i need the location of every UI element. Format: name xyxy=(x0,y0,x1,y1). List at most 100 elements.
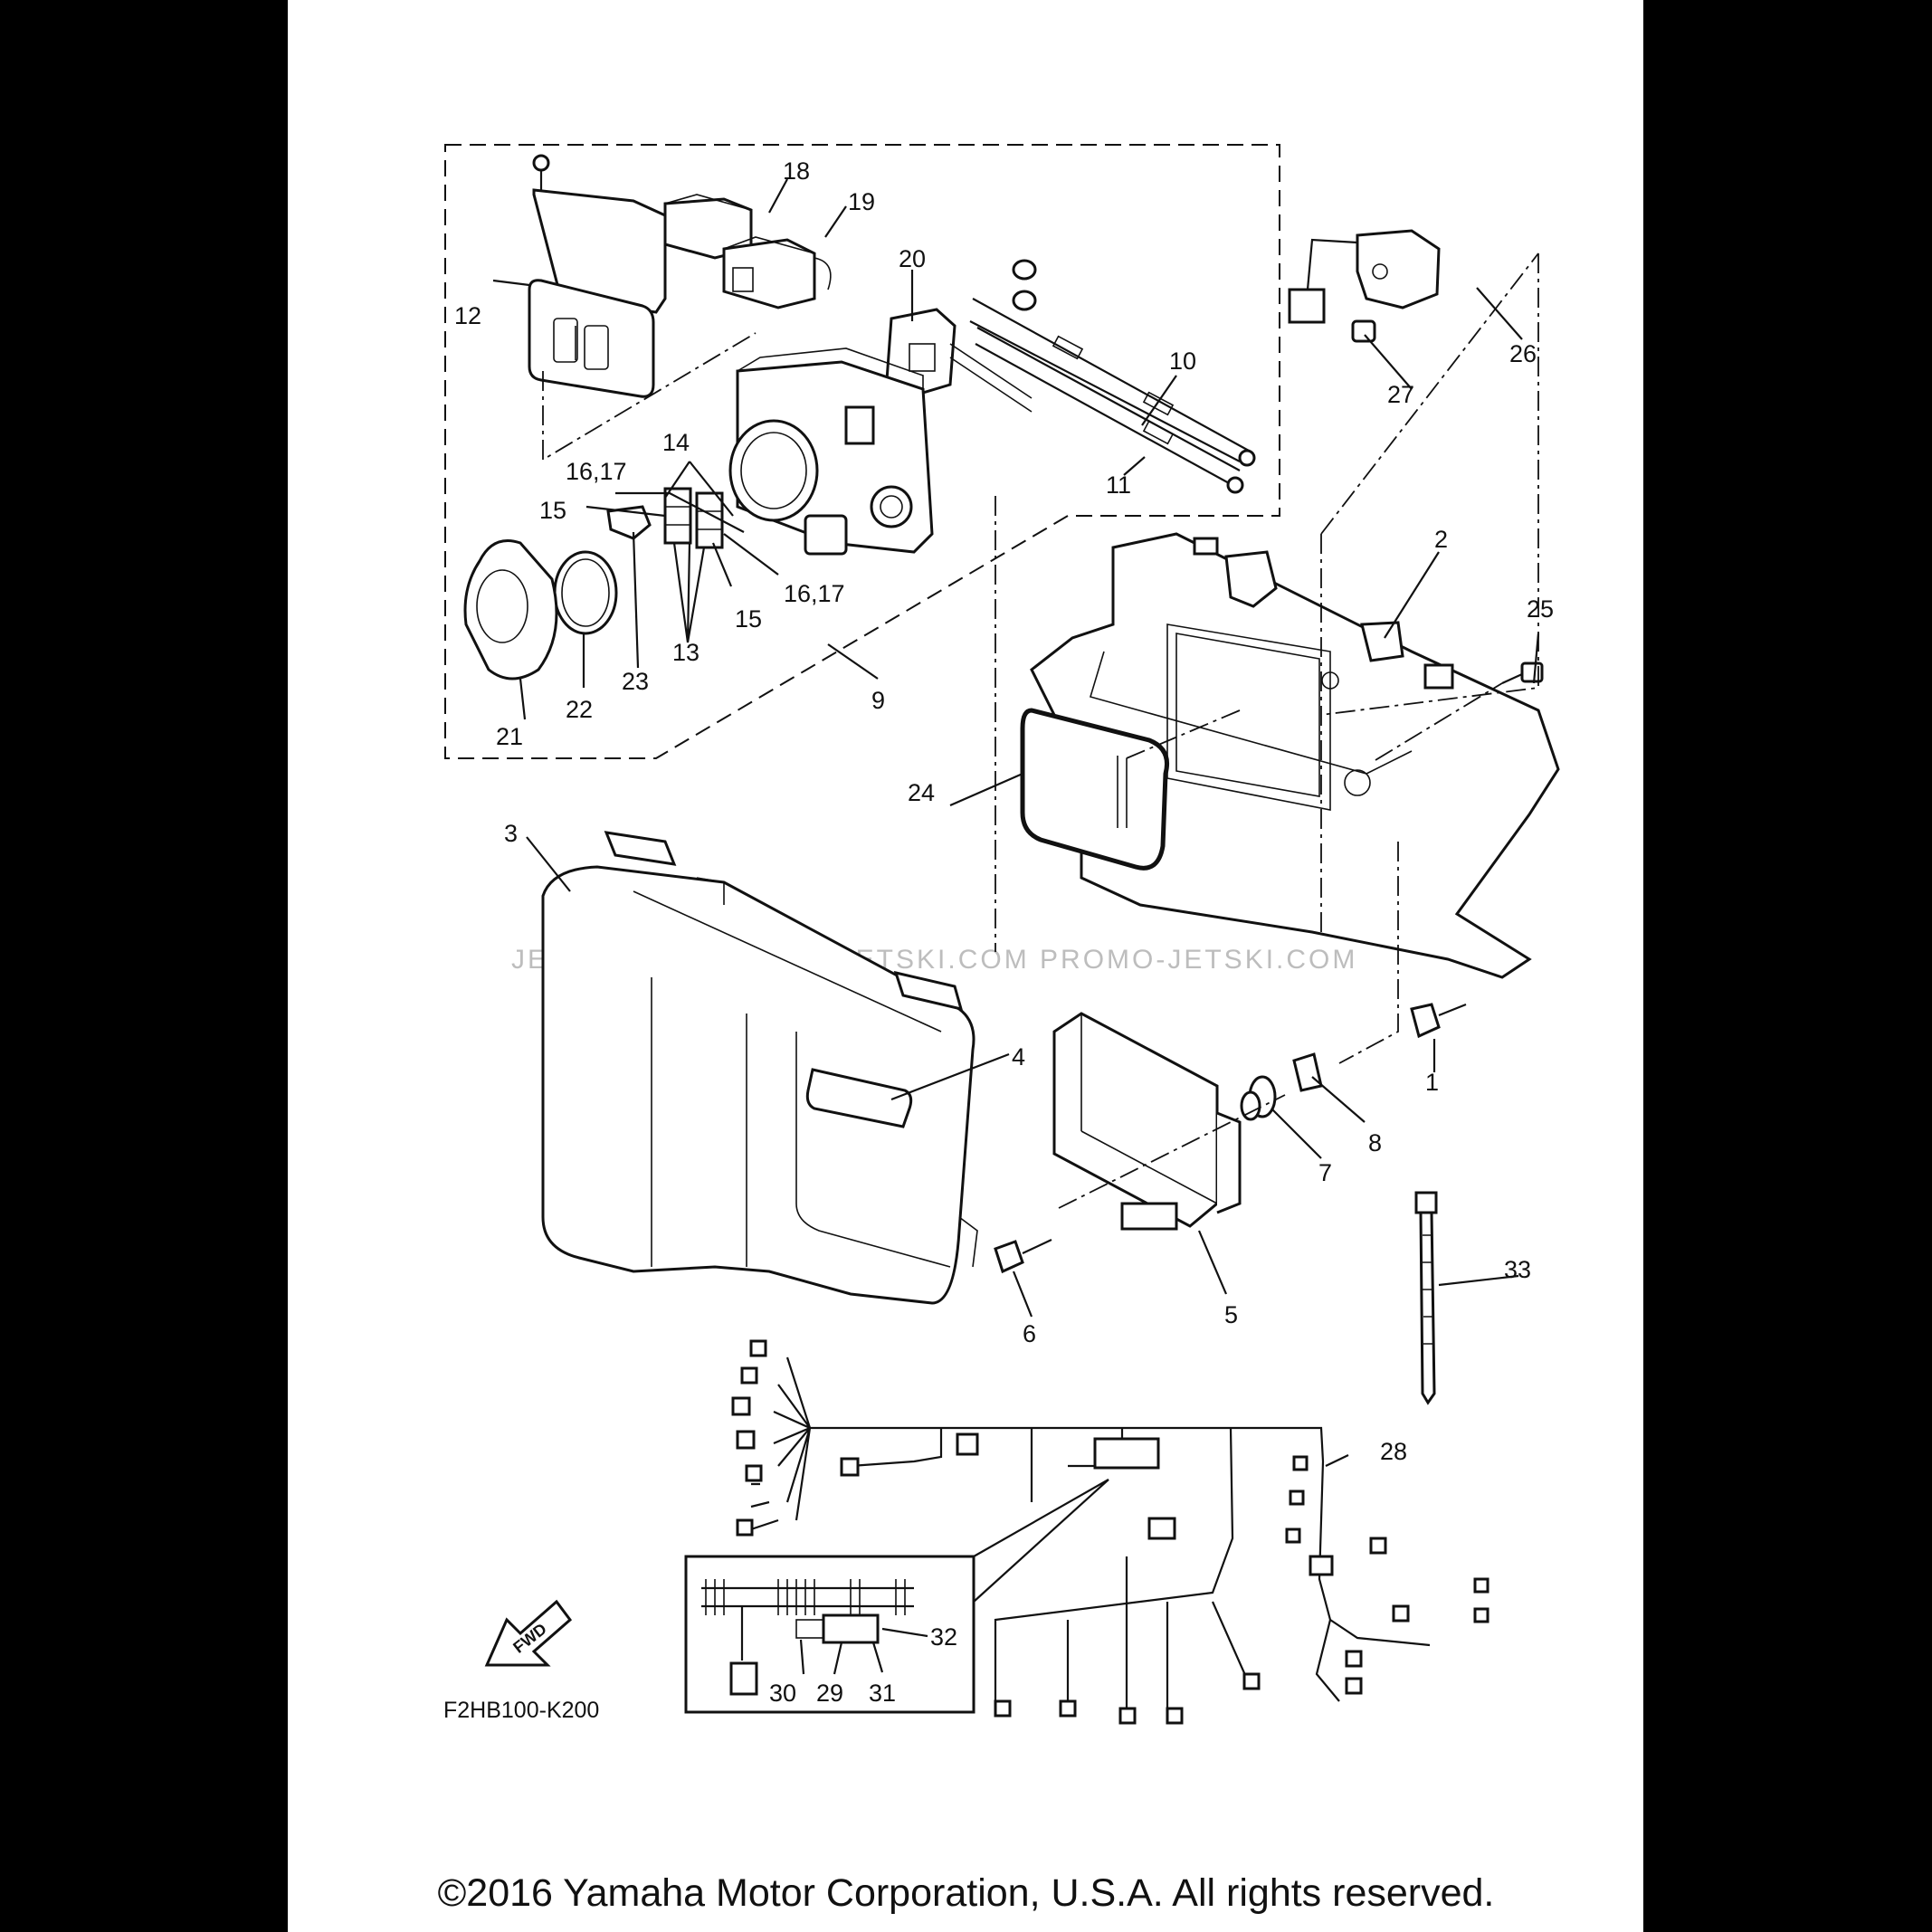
fwd-arrow: FWD xyxy=(484,1599,573,1667)
part-33-cable-tie xyxy=(1414,1191,1438,1405)
part-20-sensor xyxy=(885,308,1033,413)
detail-box-29-32 xyxy=(684,1479,1109,1714)
callout-3: 3 xyxy=(504,820,518,847)
leader-line xyxy=(664,461,690,499)
callout-30: 30 xyxy=(769,1680,796,1707)
leader-line xyxy=(1197,1230,1228,1295)
callout-15-left: 15 xyxy=(539,497,566,524)
leader-line xyxy=(723,533,779,576)
callout-6: 6 xyxy=(1023,1320,1036,1347)
assembly-9-boundary xyxy=(444,144,1280,759)
part-28-wire-harness xyxy=(731,1339,1489,1725)
callout-2: 2 xyxy=(1434,526,1448,553)
leader-line xyxy=(672,542,706,643)
part-12-switch-cover xyxy=(528,154,667,398)
callout-26: 26 xyxy=(1509,340,1537,367)
leader-line xyxy=(833,1642,843,1675)
leader-line xyxy=(1141,375,1177,426)
leader-line xyxy=(519,678,527,720)
part-22-o-ring xyxy=(553,550,618,635)
callout-7: 7 xyxy=(1318,1159,1332,1186)
leader-line xyxy=(526,836,571,892)
leader-line xyxy=(890,1052,1010,1101)
part-25-bolt xyxy=(1501,661,1544,685)
leader-line xyxy=(881,1627,928,1638)
leader-line xyxy=(799,1639,805,1675)
parts-13-17-terminal-blocks xyxy=(663,487,724,549)
part-23-connector xyxy=(606,505,652,540)
figure-code: F2HB100-K200 xyxy=(443,1698,599,1723)
callout-4: 4 xyxy=(1012,1043,1025,1071)
callout-21: 21 xyxy=(496,723,523,750)
callout-27: 27 xyxy=(1387,381,1414,408)
callout-5: 5 xyxy=(1224,1301,1238,1328)
leader-line xyxy=(949,772,1023,807)
part-24-gasket xyxy=(1020,708,1169,871)
callout-10: 10 xyxy=(1169,347,1196,375)
relation-line xyxy=(1338,842,1399,1064)
leader-line xyxy=(1311,1076,1366,1123)
leader-line xyxy=(1438,1274,1519,1287)
part-27-screw xyxy=(1351,319,1376,343)
callout-16-17-right: 16,17 xyxy=(784,580,845,607)
part-19-relay xyxy=(722,236,832,309)
leader-line xyxy=(1364,334,1413,390)
callout-28: 28 xyxy=(1380,1438,1407,1465)
part-26-sensor xyxy=(1288,229,1441,324)
leader-line xyxy=(1532,633,1540,684)
callout-13: 13 xyxy=(672,639,700,666)
callout-14: 14 xyxy=(662,429,690,456)
part-3-lower-box xyxy=(541,831,978,1305)
part-8-collar xyxy=(1292,1052,1323,1092)
part-5-ecu xyxy=(1052,1012,1242,1231)
callout-16-17-left: 16,17 xyxy=(566,458,627,485)
callout-19: 19 xyxy=(848,188,875,215)
callout-23: 23 xyxy=(622,668,649,695)
callout-8: 8 xyxy=(1368,1129,1382,1156)
relation-line xyxy=(1121,709,1241,761)
leader-line xyxy=(615,491,745,533)
callout-32: 32 xyxy=(930,1623,957,1651)
leader-line xyxy=(585,505,666,518)
leader-line xyxy=(1012,1271,1033,1318)
callout-22: 22 xyxy=(566,696,593,723)
leader-line xyxy=(492,279,530,287)
throttle-body-housing xyxy=(728,347,934,556)
leader-line xyxy=(1325,1454,1349,1467)
leader-line xyxy=(1384,551,1440,639)
leader-line xyxy=(1271,1108,1322,1159)
relation-line xyxy=(1058,1094,1286,1209)
part-2-electrical-box xyxy=(1030,532,1560,979)
callout-9: 9 xyxy=(871,687,885,714)
leader-line xyxy=(711,542,733,587)
part-21-cap xyxy=(463,539,558,680)
part-1-bolt xyxy=(1410,1003,1467,1039)
callout-12: 12 xyxy=(454,302,481,329)
part-7-grommet xyxy=(1240,1075,1277,1121)
leader-line xyxy=(827,643,879,680)
relation-line xyxy=(1320,252,1539,535)
relation-line xyxy=(1320,253,1539,716)
callout-1: 1 xyxy=(1425,1069,1439,1096)
leader-line xyxy=(768,178,788,214)
callout-31: 31 xyxy=(869,1680,896,1707)
part-6-bolt xyxy=(994,1239,1052,1274)
callout-24: 24 xyxy=(908,779,935,806)
callout-11: 11 xyxy=(1106,471,1131,499)
leader-line xyxy=(871,1642,884,1673)
callout-20: 20 xyxy=(899,245,926,272)
relation-line xyxy=(542,332,757,462)
leader-line xyxy=(1476,287,1523,340)
leader-line xyxy=(1123,456,1146,476)
callout-18: 18 xyxy=(783,157,810,185)
copyright-notice: ©2016 Yamaha Motor Corporation, U.S.A. A… xyxy=(437,1871,1495,1915)
leader-line xyxy=(632,531,640,669)
callout-15-right: 15 xyxy=(735,605,762,633)
callout-25: 25 xyxy=(1527,595,1554,623)
parts-10-11-cables xyxy=(969,259,1256,494)
relation-line xyxy=(1375,682,1503,761)
leader-line xyxy=(824,205,847,238)
callout-29: 29 xyxy=(816,1680,843,1707)
leader-line xyxy=(689,461,734,517)
